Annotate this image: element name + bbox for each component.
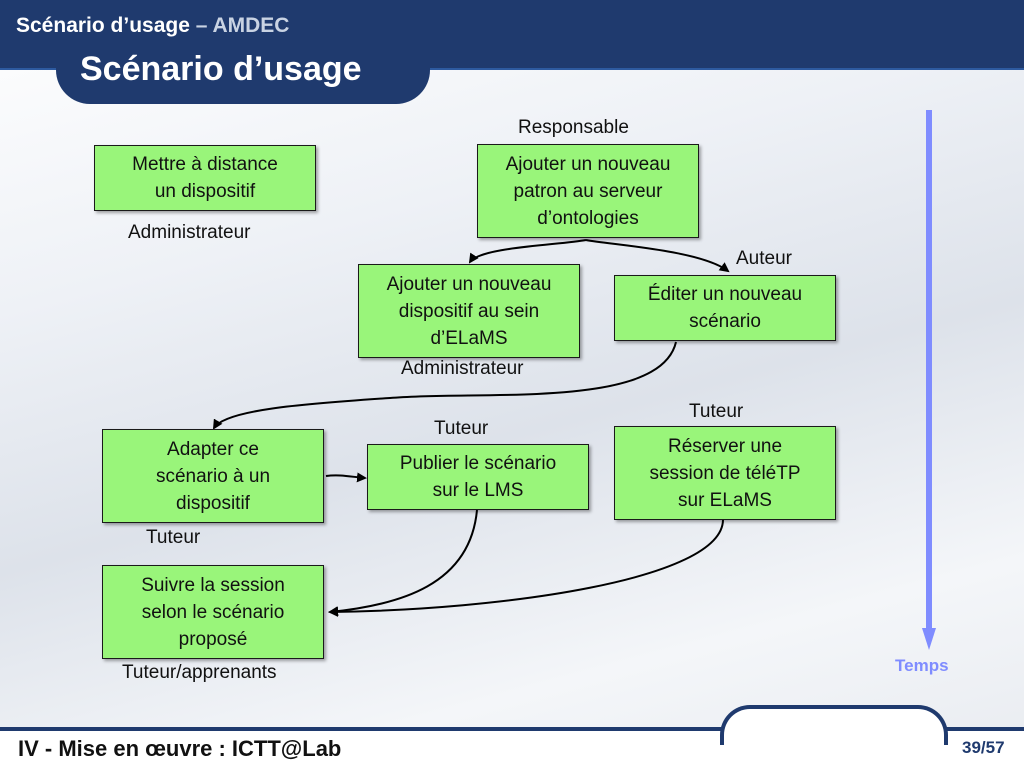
role-tuteur-reserver: Tuteur bbox=[689, 401, 744, 422]
page-number: 39/57 bbox=[962, 738, 1005, 757]
box-publier-scenario-label: Publier le scénario sur le LMS bbox=[399, 453, 557, 501]
role-tuteur-adapter: Tuteur bbox=[146, 527, 201, 548]
arrow-editer-to-adapter bbox=[212, 341, 677, 430]
box-ajouter-patron-label: Ajouter un nouveau patron au serveur d’o… bbox=[505, 153, 671, 229]
box-ajouter-patron: Ajouter un nouveau patron au serveur d’o… bbox=[477, 144, 699, 238]
box-suivre-session: Suivre la session selon le scénario prop… bbox=[102, 565, 324, 659]
box-reserver-session: Réserver une session de téléTP sur ELaMS bbox=[614, 426, 836, 520]
page-title: Scénario d’usage bbox=[80, 50, 362, 88]
box-reserver-session-label: Réserver une session de téléTP sur ELaMS bbox=[649, 435, 801, 511]
header-divider bbox=[0, 68, 1024, 70]
role-administrateur-2: Administrateur bbox=[401, 358, 524, 379]
arrow-adapter-to-publier bbox=[325, 472, 367, 483]
box-suivre-session-label: Suivre la session selon le scénario prop… bbox=[141, 574, 285, 650]
role-auteur: Auteur bbox=[736, 248, 792, 269]
box-ajouter-dispositif-label: Ajouter un nouveau dispositif au sein d’… bbox=[386, 273, 552, 349]
box-adapter-scenario-label: Adapter ce scénario à un dispositif bbox=[155, 438, 271, 514]
footer-tab bbox=[720, 705, 948, 745]
role-tuteur-publier: Tuteur bbox=[434, 418, 489, 439]
arrow-publier-to-suivre bbox=[328, 509, 478, 617]
title-tab bbox=[56, 44, 430, 104]
box-adapter-scenario: Adapter ce scénario à un dispositif bbox=[102, 429, 324, 523]
box-editer-scenario: Éditer un nouveau scénario bbox=[614, 275, 836, 341]
box-ajouter-dispositif: Ajouter un nouveau dispositif au sein d’… bbox=[358, 264, 580, 358]
role-tuteur-apprenants: Tuteur/apprenants bbox=[122, 662, 277, 683]
breadcrumb: Scénario d’usage – AMDEC bbox=[16, 14, 289, 38]
role-responsable: Responsable bbox=[518, 117, 629, 138]
box-publier-scenario: Publier le scénario sur le LMS bbox=[367, 444, 589, 510]
box-mettre-distance: Mettre à distance un dispositif bbox=[94, 145, 316, 211]
box-editer-scenario-label: Éditer un nouveau scénario bbox=[647, 284, 803, 332]
role-administrateur-1: Administrateur bbox=[128, 222, 251, 243]
breadcrumb-main: Scénario d’usage bbox=[16, 14, 190, 37]
time-arrow-icon bbox=[922, 110, 936, 650]
breadcrumb-accent: – AMDEC bbox=[189, 14, 290, 37]
arrow-patron-to-editer bbox=[585, 239, 730, 273]
footer-section-title: IV - Mise en œuvre : ICTT@Lab bbox=[18, 736, 342, 761]
footer-divider bbox=[0, 727, 1024, 731]
time-label: Temps bbox=[895, 656, 949, 675]
arrow-patron-to-dispositif bbox=[468, 239, 587, 264]
arrow-reserver-to-suivre bbox=[328, 519, 724, 617]
box-mettre-distance-label: Mettre à distance un dispositif bbox=[132, 154, 278, 202]
